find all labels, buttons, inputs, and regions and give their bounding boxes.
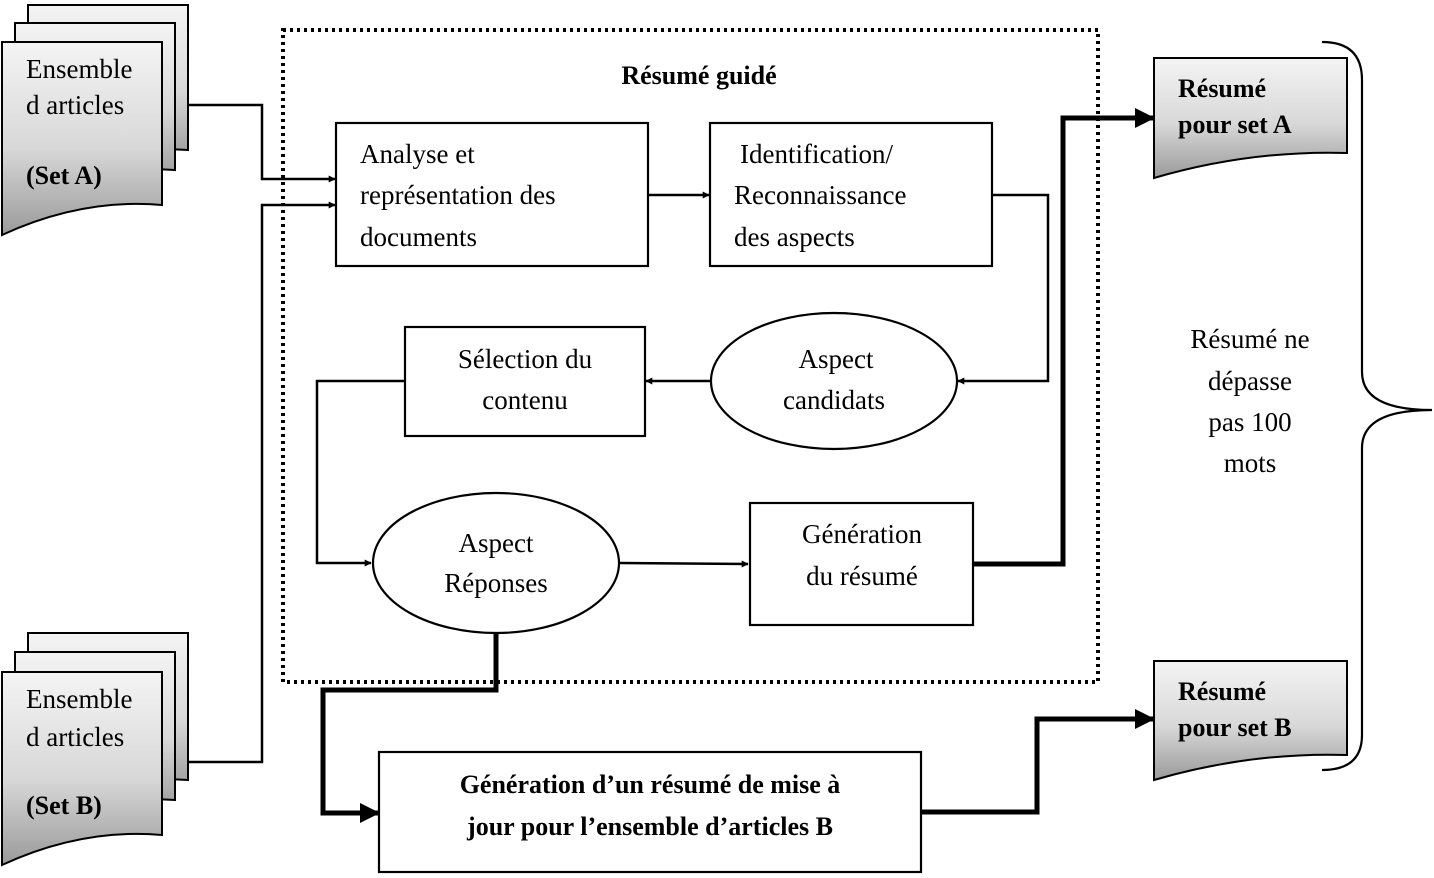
set-b-line2: d articles [26, 722, 124, 752]
analysis-line1: Analyse et [360, 139, 475, 169]
identification-line2: Reconnaissance [734, 180, 906, 210]
update-summary-box: Génération d’un résumé de mise à jour po… [377, 750, 923, 874]
selection-line2: contenu [482, 385, 568, 415]
output-summary-set-b: Résumé pour set B [1153, 660, 1348, 782]
aspect-answers-node: Aspect Réponses [371, 491, 621, 635]
generation-line1: Génération [802, 519, 922, 549]
identification-box: Identification/ Reconnaissance des aspec… [708, 121, 994, 268]
analysis-line3: documents [360, 222, 477, 252]
arrow-generation-to-output-a [974, 108, 1155, 567]
arrow-identification-to-candidates [957, 193, 1050, 385]
arrow-set-b-to-analysis [188, 201, 336, 764]
guided-summary-frame [281, 28, 1100, 684]
set-a-line1: Ensemble [26, 54, 132, 84]
answers-line1: Aspect [459, 528, 534, 558]
update-line2: jour pour l’ensemble d’articles B [466, 812, 833, 841]
answers-line2: Réponses [444, 568, 548, 598]
arrow-selection-to-answers [315, 379, 405, 567]
generation-line2: du résumé [806, 561, 918, 591]
note-line1: Résumé ne [1190, 324, 1309, 354]
note-line3: pas 100 [1208, 407, 1291, 437]
candidates-line2: candidats [783, 385, 885, 415]
set-a-line2: d articles [26, 90, 124, 120]
output-b-line2: pour set B [1178, 713, 1292, 742]
arrow-answers-to-update [320, 633, 499, 823]
set-b-line1: Ensemble [26, 684, 132, 714]
identification-line1: Identification/ [740, 139, 893, 169]
set-b-label: (Set B) [26, 791, 102, 820]
identification-line3: des aspects [734, 222, 855, 252]
set-a-label: (Set A) [26, 161, 102, 190]
guided-summary-title: Résumé guidé [621, 61, 776, 90]
arrow-set-a-to-analysis [188, 103, 336, 183]
output-a-line1: Résumé [1178, 74, 1266, 103]
analysis-box: Analyse et représentation des documents [334, 121, 650, 268]
right-curly-brace [1321, 40, 1433, 772]
selection-line1: Sélection du [458, 344, 593, 374]
content-selection-box: Sélection du contenu [403, 325, 647, 438]
word-limit-note: Résumé ne dépasse pas 100 mots [1190, 324, 1309, 478]
candidates-line1: Aspect [799, 344, 874, 374]
arrow-answers-to-generation [618, 560, 749, 568]
arrow-update-to-output-b [921, 709, 1155, 815]
document-stack-set-a: Ensemble d articles (Set A) [0, 4, 189, 237]
note-line4: mots [1224, 448, 1277, 478]
output-b-line1: Résumé [1178, 677, 1266, 706]
update-line1: Génération d’un résumé de mise à [460, 770, 841, 799]
note-line2: dépasse [1208, 366, 1292, 396]
analysis-line2: représentation des [360, 180, 556, 210]
document-stack-set-b: Ensemble d articles (Set B) [1, 632, 189, 867]
output-summary-set-a: Résumé pour set A [1153, 57, 1348, 180]
summary-generation-box: Génération du résumé [748, 501, 975, 627]
candidate-aspects-node: Aspect candidats [709, 311, 959, 451]
output-a-line2: pour set A [1178, 110, 1292, 139]
